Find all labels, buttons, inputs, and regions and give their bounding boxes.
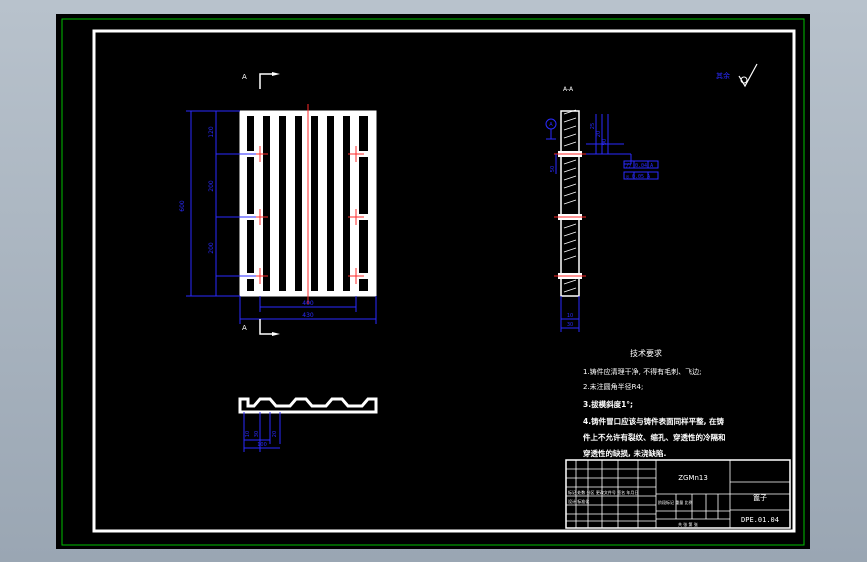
dim-width-overall: 430 [302, 312, 314, 319]
row-label-1: 标记 处数 分区 更改文件号 签名 年月日 [568, 489, 638, 495]
section-marker-bottom: A [242, 324, 247, 332]
technical-notes: 技术要求 1.铸件应清理干净, 不得有毛刺、飞边; 2.未注圆角半径R4; 3.… [583, 348, 726, 458]
bottom-dim-4: 100 [257, 442, 267, 448]
bottom-dim-1: 10 [245, 431, 251, 437]
section-view: A-A [545, 86, 659, 332]
section-marker-top: A [242, 73, 247, 81]
sheet-frame [92, 29, 796, 533]
part-name: 篦子 [753, 493, 767, 502]
notes-item-5: 件上不允许有裂纹、缩孔、穿透性的冷隔和 [583, 432, 726, 442]
notes-item-6: 穿透性的缺损, 未浇缺陷. [583, 448, 666, 458]
cad-drawing: 600 120 200 200 400 430 A A A-A [61, 18, 805, 546]
section-dim-bottom-b: 10 [567, 313, 573, 319]
tolerance-frame-parallel: // 0.04 A [626, 163, 653, 169]
notes-item-2: 2.未注圆角半径R4; [583, 382, 643, 391]
row-label-2: 设计 标准化 [568, 498, 589, 504]
dim-seg-bot: 200 [208, 242, 215, 254]
title-block: ZGMn13 篦子 DPE.01.04 标记 处数 分区 更改文件号 签名 年月… [565, 459, 791, 529]
drawing-viewport[interactable]: 600 120 200 200 400 430 A A A-A [56, 14, 810, 549]
drawing-number: DPE.01.04 [741, 516, 779, 524]
section-dim-side-c: 90 [602, 139, 608, 145]
dim-overall-height: 600 [179, 200, 186, 212]
dim-width-inner: 400 [302, 300, 314, 307]
row-label-3: 阶段标记 重量 比例 [658, 499, 693, 505]
section-view-title: A-A [563, 86, 574, 93]
roughness-note: 其余 [716, 71, 730, 80]
tolerance-frame-concentric: ◎ 0.05 A [626, 174, 650, 180]
dim-seg-top: 120 [208, 126, 215, 138]
bottom-dim-2: 30 [254, 431, 260, 437]
section-dim-side-a: 25 [590, 123, 596, 129]
bottom-dim-3: 20 [272, 431, 278, 437]
row-label-4: 共 张 第 张 [678, 521, 698, 527]
notes-item-1: 1.铸件应清理干净, 不得有毛刺、飞边; [583, 367, 702, 376]
datum-label: A [549, 122, 553, 128]
material: ZGMn13 [678, 474, 708, 482]
section-dim-top-left: 50 [550, 166, 556, 172]
bottom-view: 10 30 20 100 [238, 397, 378, 452]
notes-item-3: 3.拔模斜度1°; [583, 399, 633, 409]
notes-item-4: 4.铸件冒口应该与铸件表面同样平整, 在铸 [583, 416, 725, 426]
notes-title: 技术要求 [630, 348, 662, 358]
dim-seg-mid: 200 [208, 180, 215, 192]
outer-border [61, 18, 805, 546]
section-dim-side-b: 20 [596, 131, 602, 137]
section-dim-bottom-a: 30 [567, 322, 573, 328]
plan-view: 600 120 200 200 400 430 A A [179, 72, 377, 336]
roughness-symbol: 其余 [716, 63, 758, 88]
